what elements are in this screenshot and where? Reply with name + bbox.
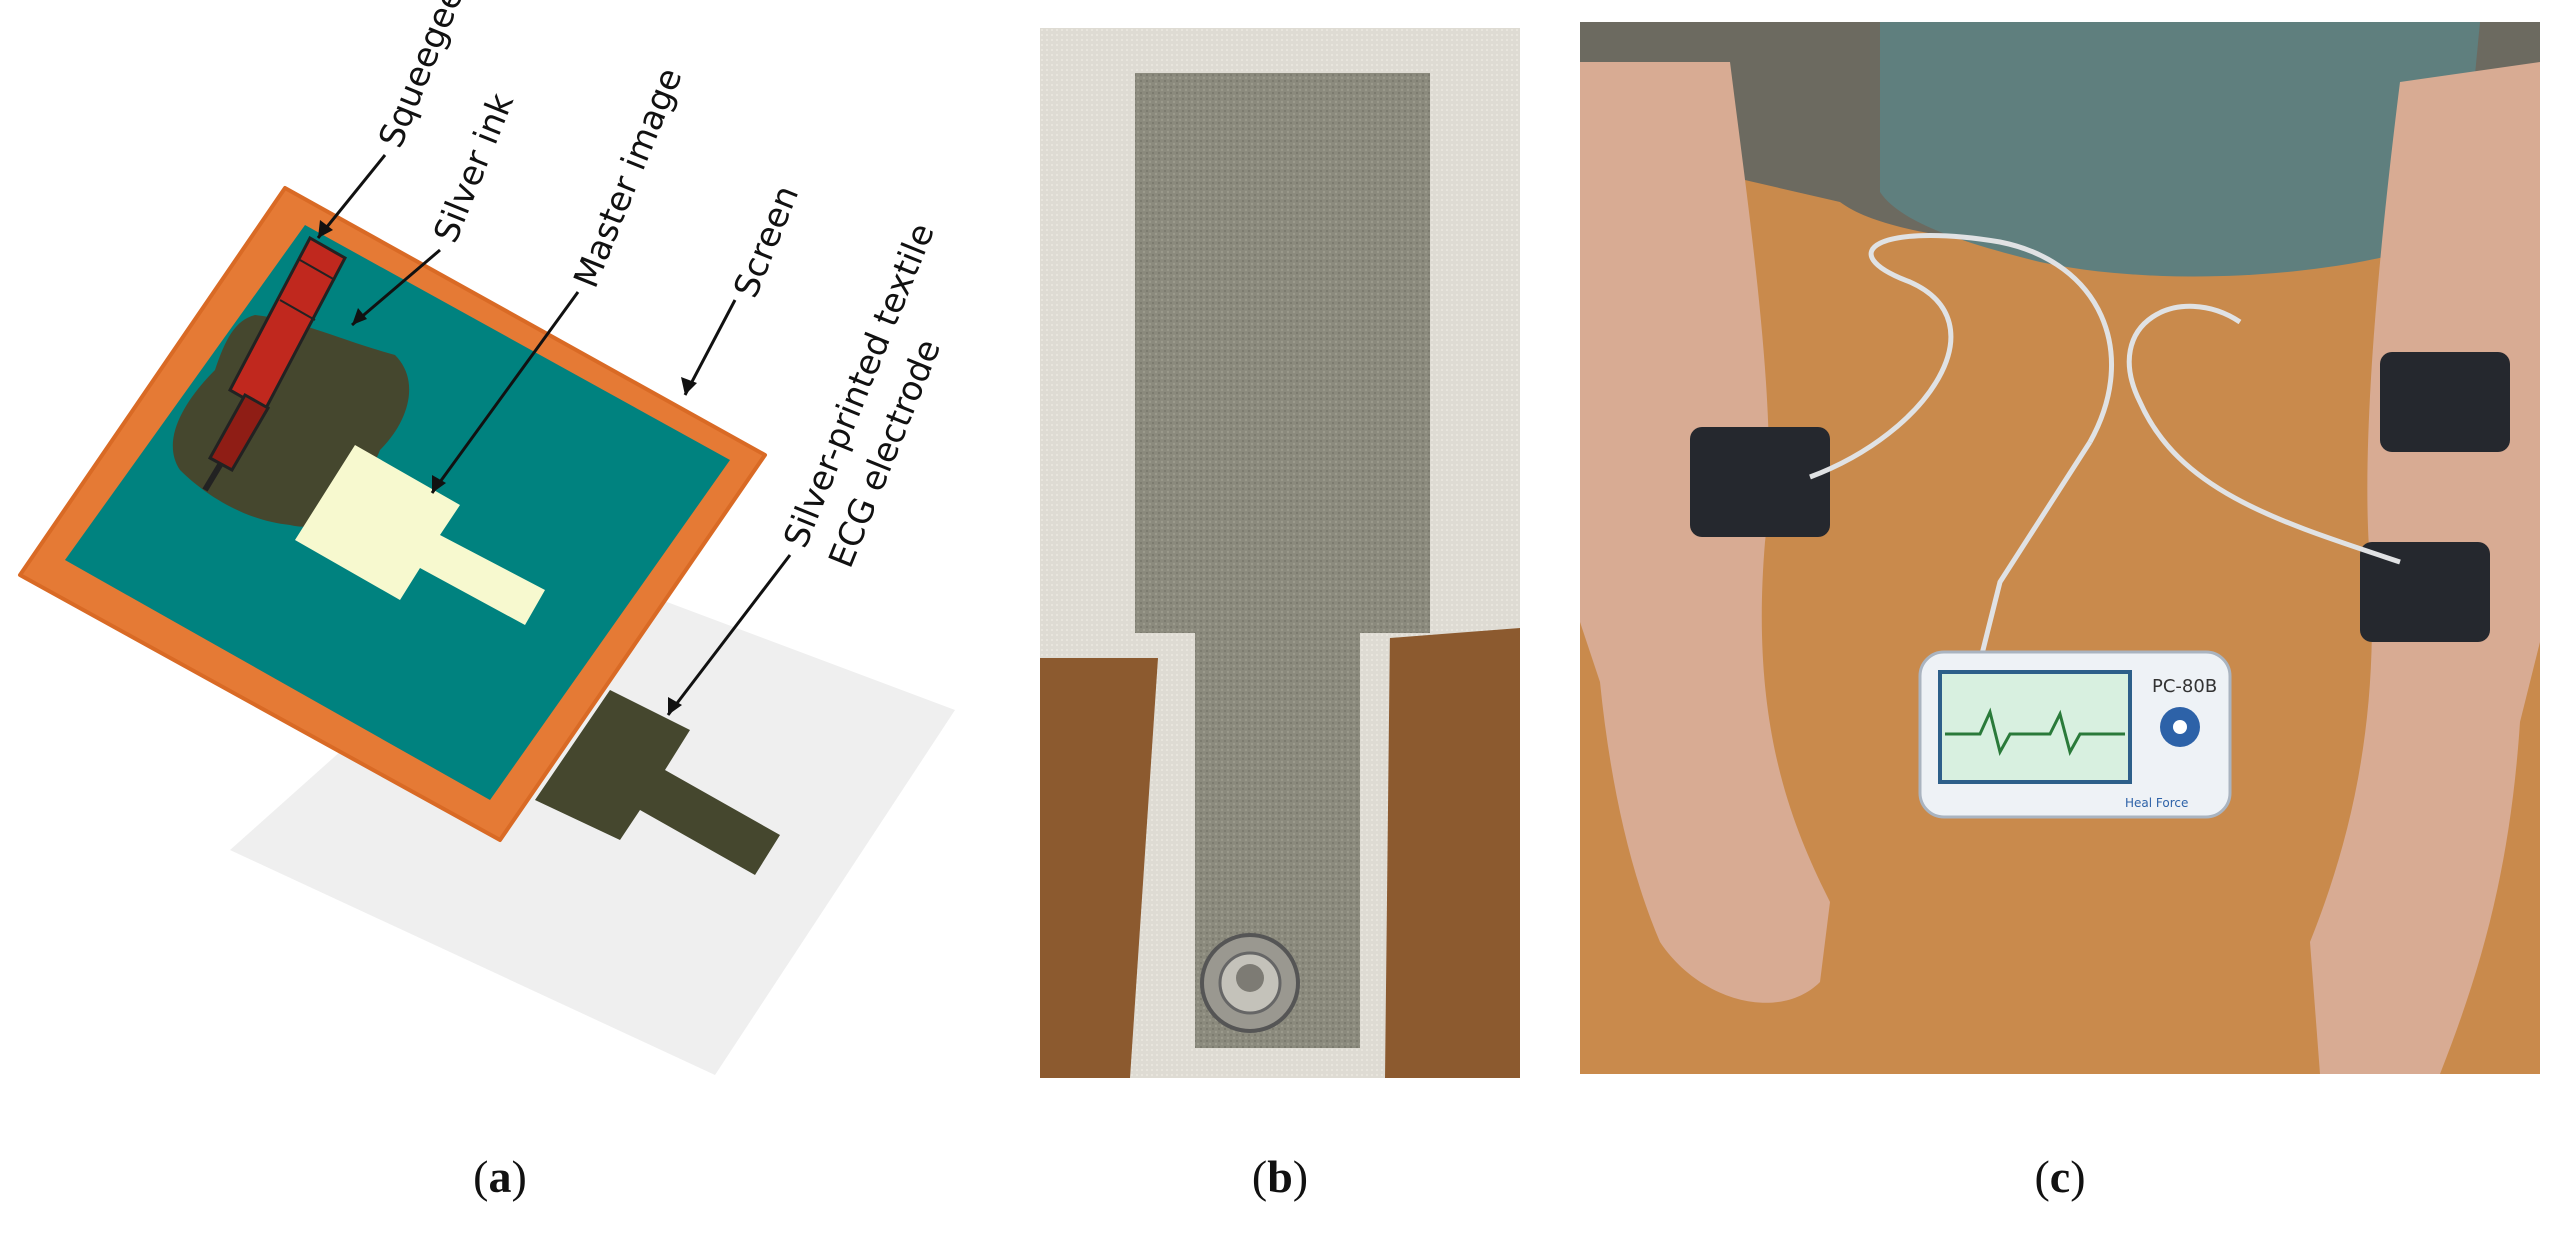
ecg-setup-photo: PC-80B Heal Force bbox=[1580, 22, 2540, 1074]
squeegee-tool bbox=[202, 235, 348, 492]
caption-c: (c) bbox=[2034, 1151, 2086, 1202]
label-screen: Screen bbox=[726, 180, 807, 303]
master-image-stencil bbox=[295, 445, 545, 625]
panel-c-ecg-setup-photo: PC-80B Heal Force bbox=[1580, 22, 2540, 1074]
label-master-image: Master image bbox=[566, 63, 690, 294]
electrode-photo bbox=[1040, 28, 1520, 1078]
caption-a: (a) bbox=[473, 1151, 527, 1202]
panel-b-electrode-photo bbox=[1040, 28, 1520, 1078]
screen-printing-diagram: Squeegee Silver ink Master image Screen … bbox=[18, 0, 955, 1075]
silver-print-pad bbox=[1135, 73, 1430, 633]
caption-b-letter: b bbox=[1267, 1151, 1293, 1202]
label-silver-ink: Silver ink bbox=[426, 88, 522, 249]
panel-a-schematic: Squeegee Silver ink Master image Screen … bbox=[0, 0, 1000, 1100]
printed-electrode bbox=[535, 690, 780, 875]
right-wrist-band-upper bbox=[2380, 352, 2510, 452]
ecg-lead-wires bbox=[1809, 233, 2401, 663]
caption-b: (b) bbox=[1251, 1151, 1309, 1202]
caption-a-letter: a bbox=[488, 1151, 512, 1202]
ecg-monitor-device: PC-80B Heal Force bbox=[1918, 650, 2232, 819]
device-model-text: PC-80B bbox=[2152, 676, 2217, 697]
shirt bbox=[1880, 22, 2480, 277]
arrow-heads bbox=[318, 220, 697, 715]
left-wrist-band bbox=[1690, 427, 1830, 537]
snap-button bbox=[1200, 933, 1300, 1033]
right-wrist-band-lower bbox=[2360, 542, 2490, 642]
device-brand-text: Heal Force bbox=[2125, 796, 2188, 810]
label-squeegee: Squeegee bbox=[371, 0, 472, 153]
caption-c-letter: c bbox=[2049, 1151, 2071, 1202]
callout-arrows bbox=[316, 154, 792, 716]
